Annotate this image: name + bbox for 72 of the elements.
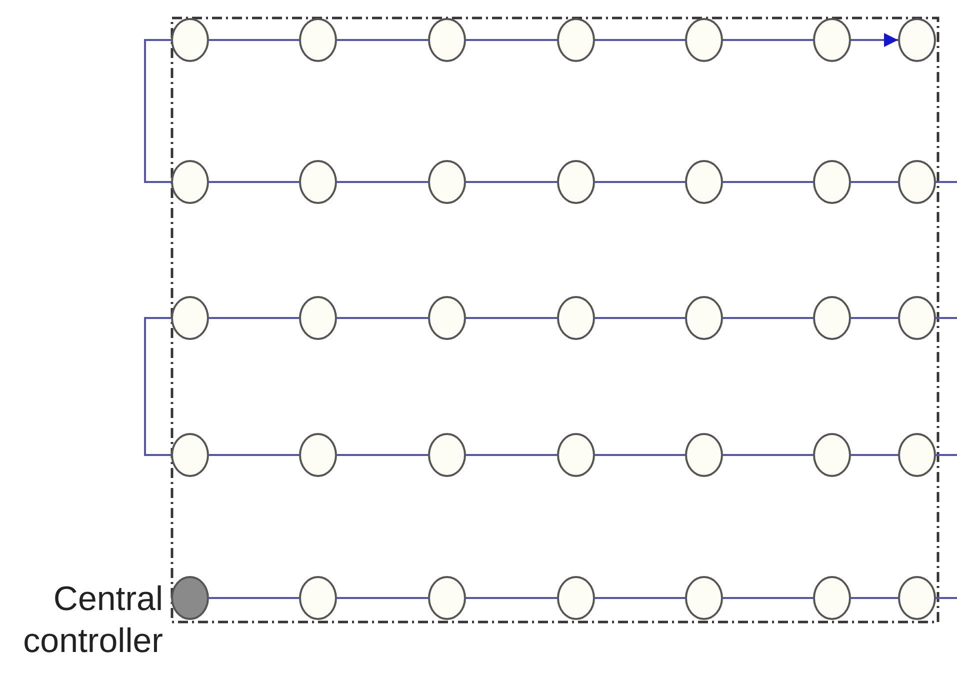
connector-line — [595, 39, 685, 41]
sensor-node — [898, 433, 936, 477]
connector-line — [723, 317, 813, 319]
sensor-node — [898, 160, 936, 204]
sensor-node — [299, 576, 337, 620]
sensor-node — [685, 576, 723, 620]
connector-line — [595, 317, 685, 319]
sensor-node — [557, 576, 595, 620]
connector-line — [337, 454, 428, 456]
sensor-node — [898, 18, 936, 62]
connector-line — [723, 597, 813, 599]
sensor-node — [299, 18, 337, 62]
connector-line — [936, 181, 957, 183]
sensor-node — [813, 296, 851, 340]
connector-line — [209, 317, 299, 319]
sensor-node — [898, 576, 936, 620]
connector-line — [936, 454, 957, 456]
connector-line — [209, 597, 299, 599]
sensor-node — [813, 160, 851, 204]
controller-node — [171, 576, 209, 620]
connector-line — [851, 597, 898, 599]
sensor-node — [299, 160, 337, 204]
sensor-node — [557, 18, 595, 62]
connector-line — [337, 39, 428, 41]
connector-line — [851, 181, 898, 183]
sensor-node — [557, 296, 595, 340]
connector-line — [466, 454, 557, 456]
node-caption: Central controller — [22, 579, 163, 662]
connector-line — [595, 454, 685, 456]
sensor-node — [813, 576, 851, 620]
sensor-node — [685, 433, 723, 477]
connector-line — [466, 39, 557, 41]
sensor-node — [685, 160, 723, 204]
connector-line — [466, 597, 557, 599]
connector-line — [851, 454, 898, 456]
sensor-node — [428, 296, 466, 340]
connector-line — [595, 597, 685, 599]
connector-line — [209, 39, 299, 41]
connector-line — [144, 39, 171, 183]
connector-line — [337, 317, 428, 319]
connector-line — [144, 317, 171, 456]
sensor-node — [428, 433, 466, 477]
sensor-node — [299, 296, 337, 340]
connector-line — [851, 317, 898, 319]
sensor-node — [557, 433, 595, 477]
sensor-node — [685, 296, 723, 340]
connector-line — [851, 33, 898, 47]
connector-line — [337, 597, 428, 599]
sensor-node — [171, 296, 209, 340]
sensor-node — [813, 18, 851, 62]
sensor-node — [685, 18, 723, 62]
connector-line — [595, 181, 685, 183]
connector-line — [337, 181, 428, 183]
connector-line — [209, 454, 299, 456]
sensor-node — [428, 160, 466, 204]
connector-line — [723, 181, 813, 183]
connector-line — [466, 317, 557, 319]
connector-line — [209, 181, 299, 183]
sensor-node — [171, 433, 209, 477]
connector-line — [723, 454, 813, 456]
connector-line — [936, 317, 957, 319]
sensor-node — [898, 296, 936, 340]
sensor-node — [171, 160, 209, 204]
sensor-node — [171, 18, 209, 62]
sensor-node — [299, 433, 337, 477]
sensor-node — [557, 160, 595, 204]
sensor-node — [428, 576, 466, 620]
sensor-node — [813, 433, 851, 477]
connector-line — [723, 39, 813, 41]
sensor-node — [428, 18, 466, 62]
connector-line — [936, 597, 957, 599]
connector-line — [466, 181, 557, 183]
